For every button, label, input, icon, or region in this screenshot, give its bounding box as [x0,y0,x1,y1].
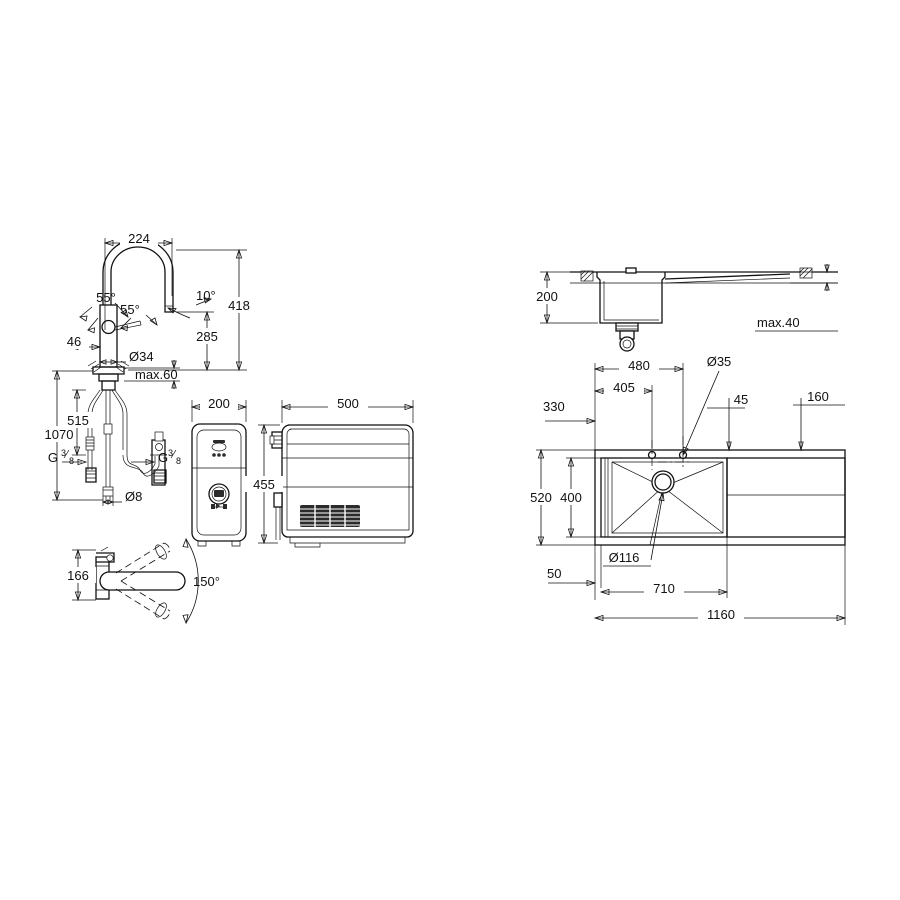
dim-label-tube-diameter: Ø8 [125,489,142,504]
dim-label-spout-reach: 224 [128,231,150,246]
dim-label-480: 480 [628,358,650,373]
dimension-max60: max.60 [124,360,180,389]
angle-label-spout-tip: 10° [196,288,216,303]
dimension-418: 418 [128,248,258,372]
thread-label-left-g: G [48,450,58,465]
dim-label-405: 405 [613,380,635,395]
section-mounting-clip-right [799,267,813,279]
thread-label-left-denominator: 8 [69,456,74,466]
vent-grille [300,505,360,527]
dimension-500: 500 [280,396,415,423]
dim-label-400: 400 [560,490,582,505]
swivel-position-upper [115,542,171,582]
dim-label-counter-thickness: max.60 [135,367,178,382]
thread-label-right-g: G [158,450,168,465]
sink-section-drain [615,322,639,352]
dimension-520: 520 [523,448,595,547]
dim-label-520: 520 [530,490,552,505]
dimension-400: 400 [553,456,601,539]
dimension-46: 46 [59,330,102,352]
dimension-200-panel: 200 [190,396,248,422]
faucet-supply-hoses [85,389,167,500]
thread-label-right-denominator: 8 [176,456,181,466]
dim-label-handle-offset: 46 [67,334,81,349]
angle-label-handle-left: 55° [96,290,116,305]
dim-label-counter-max-thickness: max.40 [757,315,800,330]
angle-label-swivel-range: 150° [193,574,220,589]
dim-label-base-diameter: Ø34 [129,349,154,364]
dim-label-spout-height: 285 [196,329,218,344]
control-panel-front-view: 200 [190,396,248,547]
dimension-dia34: Ø34 [98,349,154,367]
dim-label-160: 160 [807,389,829,404]
angle-55-degrees-lower: 55° [119,302,158,332]
plan-drain-hole [651,470,675,494]
dimension-max40: max.40 [755,264,838,332]
dimension-160: 160 [793,389,845,452]
dimension-1070: 1070 [38,369,103,502]
swivel-position-center [99,571,186,591]
dim-label-hose-length: 515 [67,413,89,428]
dimension-1160: 1160 [593,545,847,625]
dimension-166: 166 [60,548,96,602]
dimension-710: 710 [599,537,729,598]
dimension-224: 224 [103,231,174,330]
dim-label-panel-width: 200 [208,396,230,411]
display-icon [211,440,227,457]
dimension-455: 455 [245,423,283,545]
dim-label-total-height: 418 [228,298,250,313]
angle-10-degrees: 10° [166,288,216,319]
dim-label-bowl-depth: 200 [536,289,558,304]
faucet-elevation-view: 224 418 285 10° [38,231,258,506]
sink-section-view: 200 max.40 [528,264,838,352]
dimension-dia8: Ø8 [101,489,142,506]
dim-label-drain-dia: Ø116 [609,550,640,565]
dim-label-unit-width: 500 [337,396,359,411]
dim-label-tap-hole-dia: Ø35 [707,354,732,369]
dim-label-330: 330 [543,399,565,414]
thread-label-right-numerator: 3 [168,448,173,458]
dimension-330: 330 [543,399,597,425]
dim-label-45: 45 [734,392,748,407]
dim-label-swivel-reach: 166 [67,568,89,583]
thread-label-left: G 3 8 [48,448,88,466]
dimension-dia116: Ø116 [603,491,665,567]
dim-label-overall-length: 1070 [45,427,74,442]
dimension-45: 45 [707,392,748,452]
angle-label-handle-lower: 55° [120,302,140,317]
dim-label-unit-height: 455 [253,477,275,492]
dimension-480: 480 [593,358,685,450]
dim-label-50: 50 [547,566,561,581]
dial-knob-icon [208,483,230,509]
section-mounting-clip-left [580,270,594,282]
dimension-50: 50 [547,545,602,600]
dim-label-710: 710 [653,581,675,596]
dimension-200-bowl: 200 [528,270,598,325]
faucet-swivel-plan-view: 150° 166 [60,537,220,625]
thread-label-right: G 3 8 [131,448,181,466]
dimension-285: 285 [176,310,226,372]
dimension-dia35: Ø35 [682,354,732,457]
thread-label-left-numerator: 3 [61,448,66,458]
dimension-515: 515 [60,388,96,457]
dimension-405: 405 [593,380,654,448]
dim-label-1160: 1160 [707,607,735,622]
angle-55-degrees-left: 55° [78,290,129,334]
swivel-position-lower [115,580,171,620]
boiler-connectors [269,431,283,540]
boiler-unit-side-view: 500 455 [245,396,415,548]
sink-plan-view: 480 405 330 Ø35 45 [523,354,847,625]
